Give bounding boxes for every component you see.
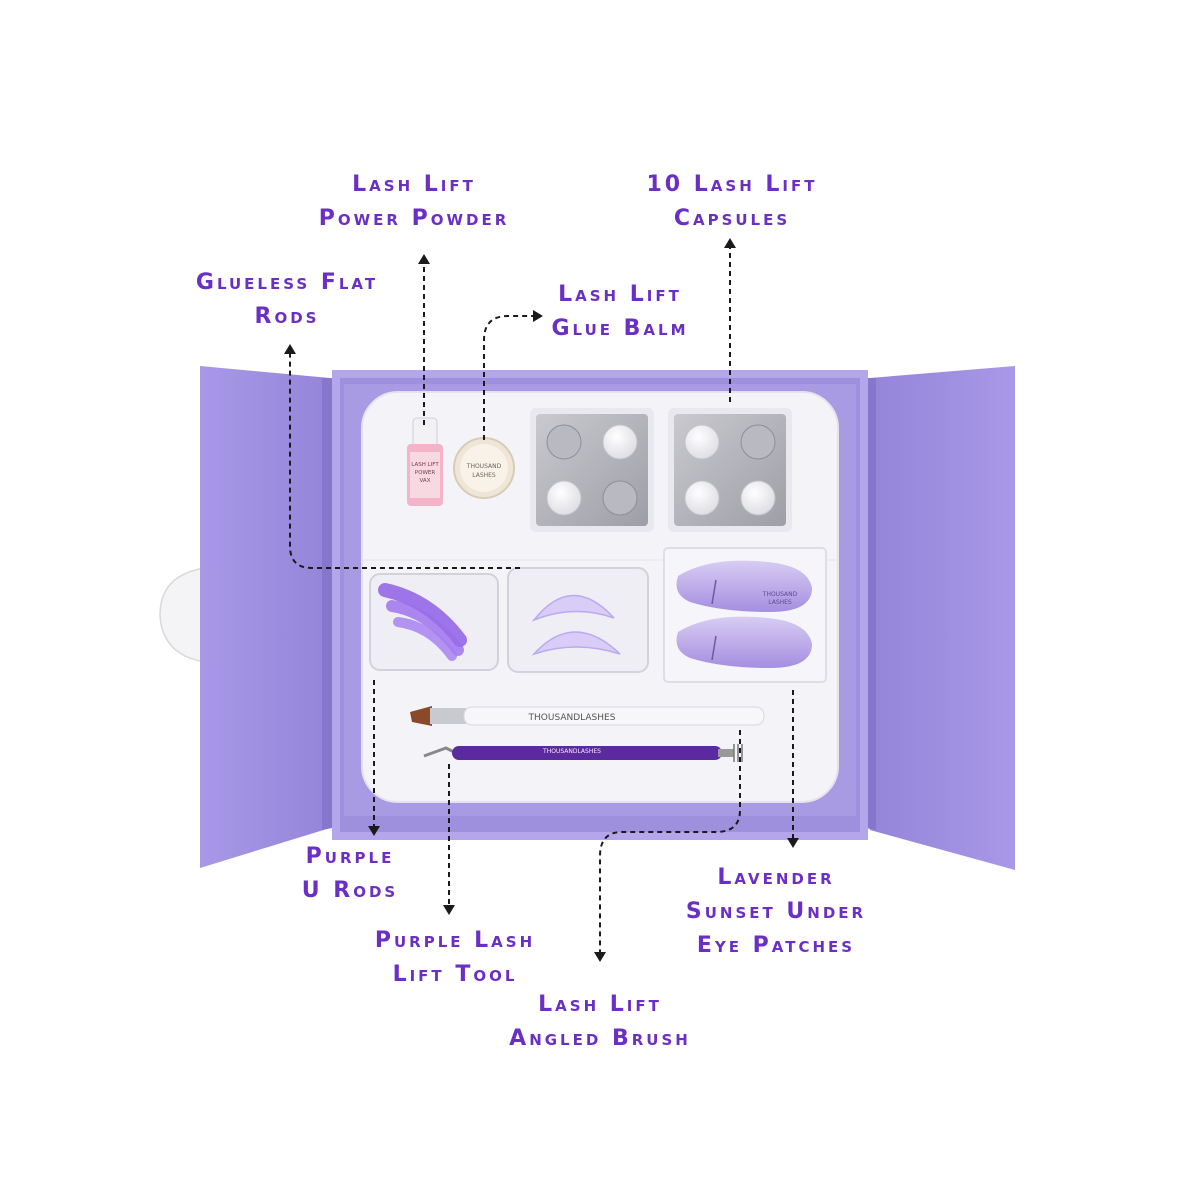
callout-line: Sunset Under (685, 899, 867, 924)
jar-print-1: THOUSAND (466, 463, 502, 470)
callout-lift-tool: Purple Lash Lift Tool (375, 924, 535, 992)
callout-line: Lift Tool (392, 962, 518, 987)
callout-line: Capsules (673, 206, 791, 231)
glue-balm-jar: THOUSAND LASHES (453, 437, 515, 499)
callout-line: Glueless Flat (195, 270, 379, 295)
bottle-print-2: POWER (415, 470, 436, 476)
jar-print-2: LASHES (472, 472, 496, 479)
callout-line: Purple Lash (374, 928, 536, 953)
callout-power-powder: Lash Lift Power Powder (319, 168, 510, 236)
box-left-lid (200, 366, 332, 868)
capsule-blister-2 (668, 408, 792, 532)
callout-line: Eye Patches (696, 933, 856, 958)
callout-eye-patches: Lavender Sunset Under Eye Patches (686, 861, 866, 963)
u-rods-case (369, 573, 499, 671)
box-clasp (159, 567, 206, 663)
callout-line: Angled Brush (509, 1026, 691, 1051)
callout-line: 10 Lash Lift (646, 172, 818, 197)
bottle-print-1: LASH LIFT (411, 462, 439, 468)
callout-u-rods: Purple U Rods (302, 840, 398, 908)
callout-line: U Rods (301, 878, 399, 903)
callout-angled-brush: Lash Lift Angled Brush (509, 988, 691, 1056)
eye-patches-pack: THOUSAND LASHES (663, 547, 827, 683)
brush-print: THOUSANDLASHES (528, 713, 616, 723)
callout-line: Power Powder (318, 206, 510, 231)
callout-line: Lash Lift (558, 282, 682, 307)
tool-print: THOUSANDLASHES (542, 748, 601, 755)
callout-line: Lash Lift (352, 172, 476, 197)
box-right-lid (866, 366, 1015, 870)
leader-lines (284, 238, 799, 962)
callout-capsules: 10 Lash Lift Capsules (647, 168, 818, 236)
callout-line: Lavender (717, 865, 835, 890)
callout-line: Lash Lift (538, 992, 662, 1017)
callout-flat-rods: Glueless Flat Rods (196, 266, 378, 334)
callout-line: Glue Balm (551, 316, 689, 341)
lash-lift-tool: THOUSANDLASHES (423, 744, 743, 762)
patch-print-1: THOUSAND (762, 591, 798, 598)
capsule-blister-1 (530, 408, 654, 532)
flat-rods-case (507, 567, 649, 673)
patch-print-2: LASHES (768, 599, 792, 606)
angled-brush: THOUSANDLASHES (410, 706, 765, 726)
callout-line: Purple (305, 844, 395, 869)
callout-glue-balm: Lash Lift Glue Balm (551, 278, 688, 346)
bottle-print-3: VAX (420, 478, 431, 484)
callout-line: Rods (254, 304, 320, 329)
power-powder-bottle: LASH LIFT POWER VAX (407, 417, 443, 506)
